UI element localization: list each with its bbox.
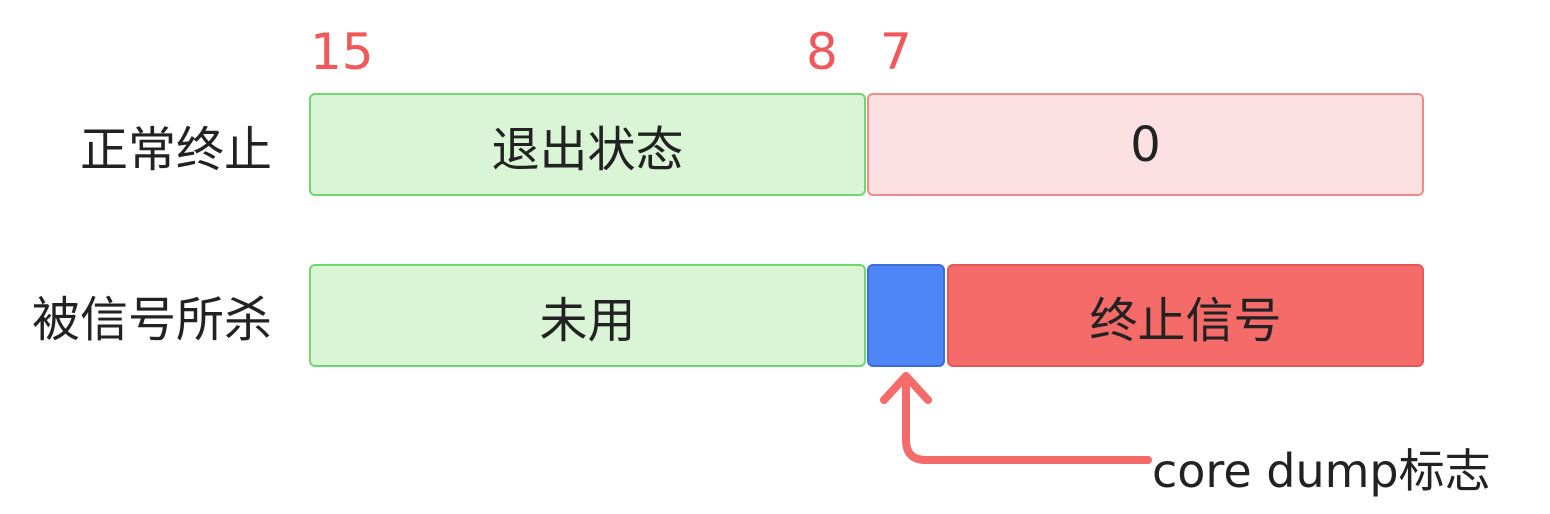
termination-signal-text: 终止信号 [1089, 292, 1282, 349]
bit-7-label: 7 [880, 23, 912, 81]
unused-text: 未用 [539, 292, 636, 349]
core-dump-bit [867, 264, 945, 367]
bit-8-label: 8 [806, 23, 838, 81]
arrow-line [902, 374, 1152, 464]
low-byte-zero-field: 0 [867, 93, 1424, 196]
low-byte-zero-text: 0 [1130, 116, 1161, 173]
termination-signal-field: 终止信号 [947, 264, 1424, 367]
arrow-head [880, 372, 932, 404]
normal-termination-label: 正常终止 [79, 122, 272, 178]
unused-field: 未用 [309, 264, 866, 367]
bit-15-label: 15 [310, 23, 374, 81]
core-dump-annotation: core dump标志 [1152, 444, 1491, 498]
exit-status-field: 退出状态 [309, 93, 866, 196]
exit-status-text: 退出状态 [491, 121, 684, 178]
killed-by-signal-label: 被信号所杀 [31, 292, 272, 348]
